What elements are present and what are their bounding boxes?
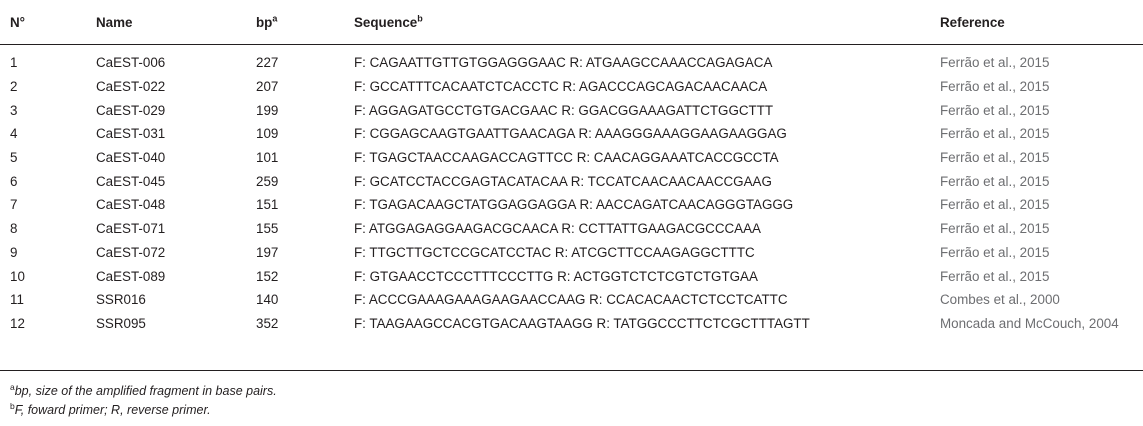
cell-bp: 101 xyxy=(256,150,279,166)
cell-sequence: F: GCATCCTACCGAGTACATACAA R: TCCATCAACAA… xyxy=(354,173,772,189)
header-reference: Reference xyxy=(940,0,1143,45)
cell-reference: Ferrão et al., 2015 xyxy=(940,79,1050,95)
cell-bp: 259 xyxy=(256,173,279,189)
table-row: 11 SSR016 140 F: ACCCGAAAGAAAGAAGAACCAAG R:… xyxy=(0,288,1143,312)
table-footnotes: abp, size of the amplified fragment in b… xyxy=(10,382,277,420)
cell-bp: 140 xyxy=(256,292,279,308)
cell-reference: Moncada and McCouch, 2004 xyxy=(940,315,1119,331)
cell-bp: 197 xyxy=(256,244,279,260)
header-bp-footnote-mark: a xyxy=(272,13,278,24)
table-row: 5 CaEST-040 101 F: TGAGCTAACCAAGACCAGTTCC R… xyxy=(0,146,1143,170)
table-row: 3 CaEST-029 199 F: AGGAGATGCCTGTGACGAAC R: … xyxy=(0,98,1143,122)
cell-bp: 207 xyxy=(256,79,279,95)
cell-reference: Ferrão et al., 2015 xyxy=(940,173,1050,189)
table-header-row: N° Name bpa Sequenceb Reference xyxy=(0,0,1143,45)
cell-bp: 151 xyxy=(256,197,279,213)
cell-bp: 199 xyxy=(256,102,279,118)
cell-sequence: F: ACCCGAAAGAAAGAAGAACCAAG R: CCACACAACT… xyxy=(354,292,788,308)
cell-name: CaEST-006 xyxy=(96,55,166,71)
cell-name: CaEST-072 xyxy=(96,244,166,260)
table-bottom-rule xyxy=(0,370,1143,371)
table-row: 10 CaEST-089 152 F: GTGAACCTCCCTTTCCCTTG R:… xyxy=(0,264,1143,288)
cell-no: 3 xyxy=(10,102,18,118)
cell-sequence: F: CGGAGCAAGTGAATTGAACAGA R: AAAGGGAAAGG… xyxy=(354,126,787,142)
cell-reference: Ferrão et al., 2015 xyxy=(940,150,1050,166)
cell-no: 7 xyxy=(10,197,18,213)
cell-no: 11 xyxy=(10,292,24,308)
cell-no: 4 xyxy=(10,126,18,142)
cell-reference: Ferrão et al., 2015 xyxy=(940,102,1050,118)
cell-no: 8 xyxy=(10,221,18,237)
cell-no: 9 xyxy=(10,244,18,260)
cell-bp: 227 xyxy=(256,55,279,71)
cell-bp: 352 xyxy=(256,315,279,331)
cell-sequence: F: GTGAACCTCCCTTTCCCTTG R: ACTGGTCTCTCGT… xyxy=(354,268,758,284)
cell-no: 2 xyxy=(10,79,18,95)
cell-sequence: F: TGAGACAAGCTATGGAGGAGGA R: AACCAGATCAA… xyxy=(354,197,794,213)
table-body: 1 CaEST-006 227 F: CAGAATTGTTGTGGAGGGAAC R:… xyxy=(0,45,1143,340)
cell-name: CaEST-048 xyxy=(96,197,166,213)
cell-reference: Combes et al., 2000 xyxy=(940,292,1060,308)
cell-reference: Ferrão et al., 2015 xyxy=(940,268,1050,284)
table-row: 2 CaEST-022 207 F: GCCATTTCACAATCTCACCTC R:… xyxy=(0,75,1143,99)
cell-no: 10 xyxy=(10,268,25,284)
cell-no: 12 xyxy=(10,315,25,331)
table-row: 9 CaEST-072 197 F: TTGCTTGCTCCGCATCCTAC R: … xyxy=(0,241,1143,265)
header-name: Name xyxy=(96,0,256,45)
cell-reference: Ferrão et al., 2015 xyxy=(940,55,1050,71)
cell-sequence: F: GCCATTTCACAATCTCACCTC R: AGACCCAGCAGA… xyxy=(354,79,768,95)
table-row: 6 CaEST-045 259 F: GCATCCTACCGAGTACATACAA R… xyxy=(0,169,1143,193)
cell-sequence: F: TGAGCTAACCAAGACCAGTTCC R: CAACAGGAAAT… xyxy=(354,150,779,166)
cell-name: SSR016 xyxy=(96,292,146,308)
cell-bp: 155 xyxy=(256,221,279,237)
table-row: 12 SSR095 352 F: TAAGAAGCCACGTGACAAGTAAGG R… xyxy=(0,312,1143,340)
footnote-b: bF, foward primer; R, reverse primer. xyxy=(10,400,211,417)
cell-sequence: F: TAAGAAGCCACGTGACAAGTAAGG R: TATGGCCCT… xyxy=(354,315,810,331)
cell-reference: Ferrão et al., 2015 xyxy=(940,197,1050,213)
table-row: 8 CaEST-071 155 F: ATGGAGAGGAAGACGCAACA R: … xyxy=(0,217,1143,241)
cell-reference: Ferrão et al., 2015 xyxy=(940,221,1050,237)
cell-sequence: F: TTGCTTGCTCCGCATCCTAC R: ATCGCTTCCAAGA… xyxy=(354,244,755,260)
cell-name: CaEST-089 xyxy=(96,268,166,284)
header-bp: bpa xyxy=(256,0,354,45)
cell-bp: 109 xyxy=(256,126,279,142)
header-sequence-footnote-mark: b xyxy=(417,13,423,24)
cell-reference: Ferrão et al., 2015 xyxy=(940,244,1050,260)
cell-sequence: F: ATGGAGAGGAAGACGCAACA R: CCTTATTGAAGAC… xyxy=(354,221,761,237)
cell-no: 5 xyxy=(10,150,18,166)
cell-name: SSR095 xyxy=(96,315,146,331)
cell-bp: 152 xyxy=(256,268,279,284)
table-row: 1 CaEST-006 227 F: CAGAATTGTTGTGGAGGGAAC R:… xyxy=(0,45,1143,75)
cell-name: CaEST-022 xyxy=(96,79,166,95)
cell-name: CaEST-029 xyxy=(96,102,166,118)
table-row: 4 CaEST-031 109 F: CGGAGCAAGTGAATTGAACAGA R… xyxy=(0,122,1143,146)
cell-name: CaEST-071 xyxy=(96,221,166,237)
cell-sequence: F: AGGAGATGCCTGTGACGAAC R: GGACGGAAAGATT… xyxy=(354,102,774,118)
cell-name: CaEST-040 xyxy=(96,150,166,166)
cell-sequence: F: CAGAATTGTTGTGGAGGGAAC R: ATGAAGCCAAAC… xyxy=(354,55,773,71)
cell-reference: Ferrão et al., 2015 xyxy=(940,126,1050,142)
cell-name: CaEST-031 xyxy=(96,126,166,142)
table-row: 7 CaEST-048 151 F: TGAGACAAGCTATGGAGGAGGA R… xyxy=(0,193,1143,217)
footnote-a: abp, size of the amplified fragment in b… xyxy=(10,381,277,398)
cell-name: CaEST-045 xyxy=(96,173,166,189)
header-sequence: Sequenceb xyxy=(354,0,940,45)
cell-no: 1 xyxy=(10,55,18,71)
header-no: N° xyxy=(0,0,96,45)
cell-no: 6 xyxy=(10,173,18,189)
